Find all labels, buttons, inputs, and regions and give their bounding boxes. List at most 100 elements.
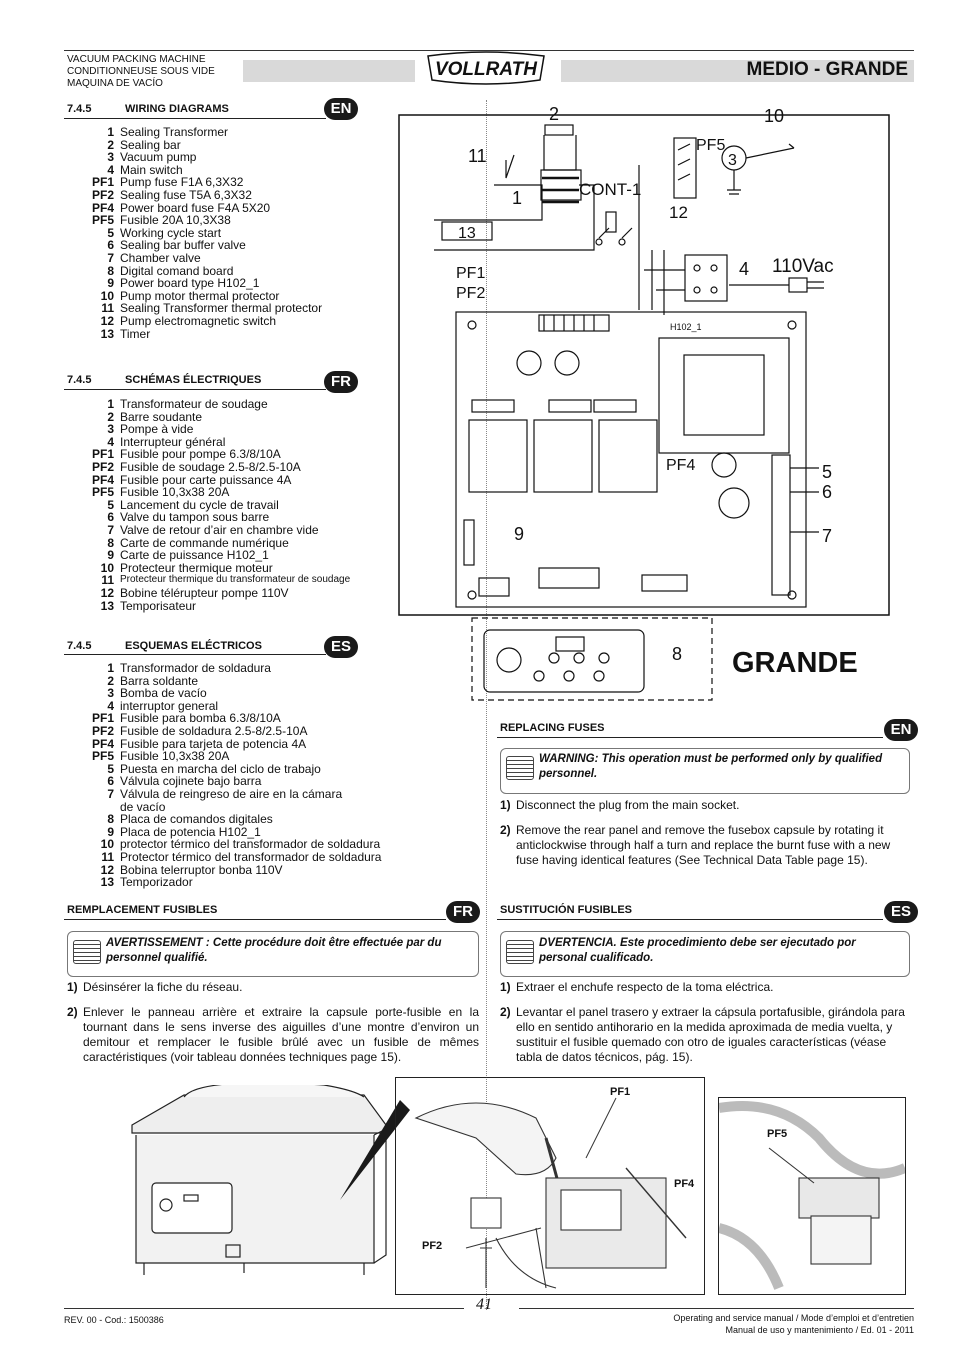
diagram-label-pf4: PF4 [666, 457, 695, 474]
legend-item-number: 12 [100, 313, 114, 328]
step-number: 1) [500, 980, 511, 994]
legend-item-number: PF2 [91, 723, 114, 738]
legend-item-text: Barra soldante [120, 673, 199, 688]
legend-item-number: 3 [107, 150, 114, 165]
header-line-2: CONDITIONNEUSE SOUS VIDE [67, 66, 215, 77]
legend-item-number: 8 [107, 812, 114, 827]
header-gray-band-right [561, 60, 914, 82]
diagram-label-11: 11 [468, 146, 487, 166]
lang-badge-fr: FR [324, 371, 358, 393]
section-number: 7.4.5 [67, 374, 92, 386]
legend-item-text: Fusible pour carte puissance 4A [120, 472, 292, 487]
lang-badge-en: EN [884, 719, 918, 741]
legend-item-number: 9 [107, 824, 114, 839]
legend-item-text: Sealing Transformer thermal protector [120, 301, 323, 316]
legend-item-number: 1 [107, 397, 114, 411]
step-text: Extraer el enchufe respecto de la toma e… [516, 980, 774, 994]
photo-label-pf2: PF2 [422, 1240, 443, 1252]
legend-item-number: 13 [100, 326, 114, 341]
legend-item: 6 Valve du tampon sous barre [64, 511, 350, 524]
note-icon [506, 940, 534, 964]
step-2: 2) Remove the rear panel and remove the … [500, 823, 910, 868]
legend-item-number: PF5 [91, 749, 114, 764]
page-header: VACUUM PACKING MACHINE CONDITIONNEUSE SO… [64, 50, 914, 92]
legend-item-text: Main switch [120, 162, 183, 177]
legend-item-text: Placa de potencia H102_1 [120, 824, 261, 839]
legend-item: 6 Válvula cojinete bajo barra [64, 775, 381, 788]
section-number: 7.4.5 [67, 640, 92, 652]
legend-item-number: 6 [107, 774, 114, 789]
warning-text: DVERTENCIA. Este procedimiento debe ser … [539, 937, 856, 964]
legend-item-text: Fusible 10,3x38 20A [120, 749, 230, 764]
legend-item: 8 Placa de comandos digitales [64, 813, 381, 826]
legend-item-text: Interrupteur général [120, 434, 226, 449]
legend-item-text: Pompe à vide [120, 422, 194, 437]
legend-item-number: 4 [107, 434, 114, 449]
grande-label: GRANDE [732, 647, 858, 679]
legend-item-number: 6 [107, 238, 114, 253]
diagram-label-pf1: PF1 [456, 265, 485, 282]
legend-item-text: Power board type H102_1 [120, 276, 260, 291]
diagram-label-9: 9 [514, 524, 524, 544]
legend-item-number: 6 [107, 510, 114, 525]
warning-box: WARNING: This operation must be performe… [500, 748, 910, 794]
legend-item-number: PF1 [91, 711, 114, 726]
photo-label-pf5: PF5 [767, 1128, 788, 1140]
legend-item-text: Barre soudante [120, 409, 203, 424]
diagram-label-110v: 110Vac [772, 256, 834, 277]
step-number: 1) [67, 980, 78, 994]
legend-item-text: Working cycle start [120, 225, 222, 240]
legend-item-text: Carte de puissance H102_1 [120, 548, 269, 563]
legend-item-number: PF2 [91, 459, 114, 474]
legend-item-number: 8 [107, 535, 114, 550]
legend-item-number: 13 [100, 598, 114, 613]
legend-item-text: Sealing Transformer [120, 125, 229, 139]
legend-item-text: Valve du tampon sous barre [120, 510, 270, 525]
legend-item-text: Pump motor thermal protector [120, 288, 280, 303]
legend-item-text: Pump electromagnetic switch [120, 313, 277, 328]
diagram-label-10: 10 [764, 106, 784, 126]
diagram-label-cont1: CONT-1 [579, 180, 641, 199]
legend-item-number: 11 [101, 849, 114, 864]
legend-item-text: Placa de comandos digitales [120, 812, 273, 827]
legend-item: 11 Protector térmico del transformador de… [64, 851, 381, 864]
page-title: MEDIO - GRANDE [746, 59, 909, 80]
legend-item-text: Timer [120, 326, 151, 341]
legend-item-text: Válvula cojinete bajo barra [120, 774, 262, 789]
legend-item-text: Lancement du cycle de travail [120, 497, 279, 512]
photo-label-pf1: PF1 [610, 1086, 631, 1098]
section-title: REPLACING FUSES [500, 722, 605, 734]
photo-fuse-pf1-pf2-pf4: PF1 PF4 PF2 [395, 1077, 705, 1295]
legend-item-text: Protector térmico del transformador de s… [120, 849, 382, 864]
photo-fuse-pf5: PF5 [717, 1097, 907, 1295]
section-number: 7.4.5 [67, 103, 92, 115]
footer-manual-line-1: Operating and service manual / Mode d’em… [673, 1313, 914, 1323]
legend-item-text: Valve de retour d’air en chambre vide [120, 522, 319, 537]
legend-item-number: 8 [107, 263, 114, 278]
diagram-label-8: 8 [672, 644, 682, 664]
step-text: Enlever le panneau arrière et extraire l… [83, 1005, 479, 1064]
note-icon [506, 756, 534, 780]
legend-item: de vacío [64, 800, 381, 814]
